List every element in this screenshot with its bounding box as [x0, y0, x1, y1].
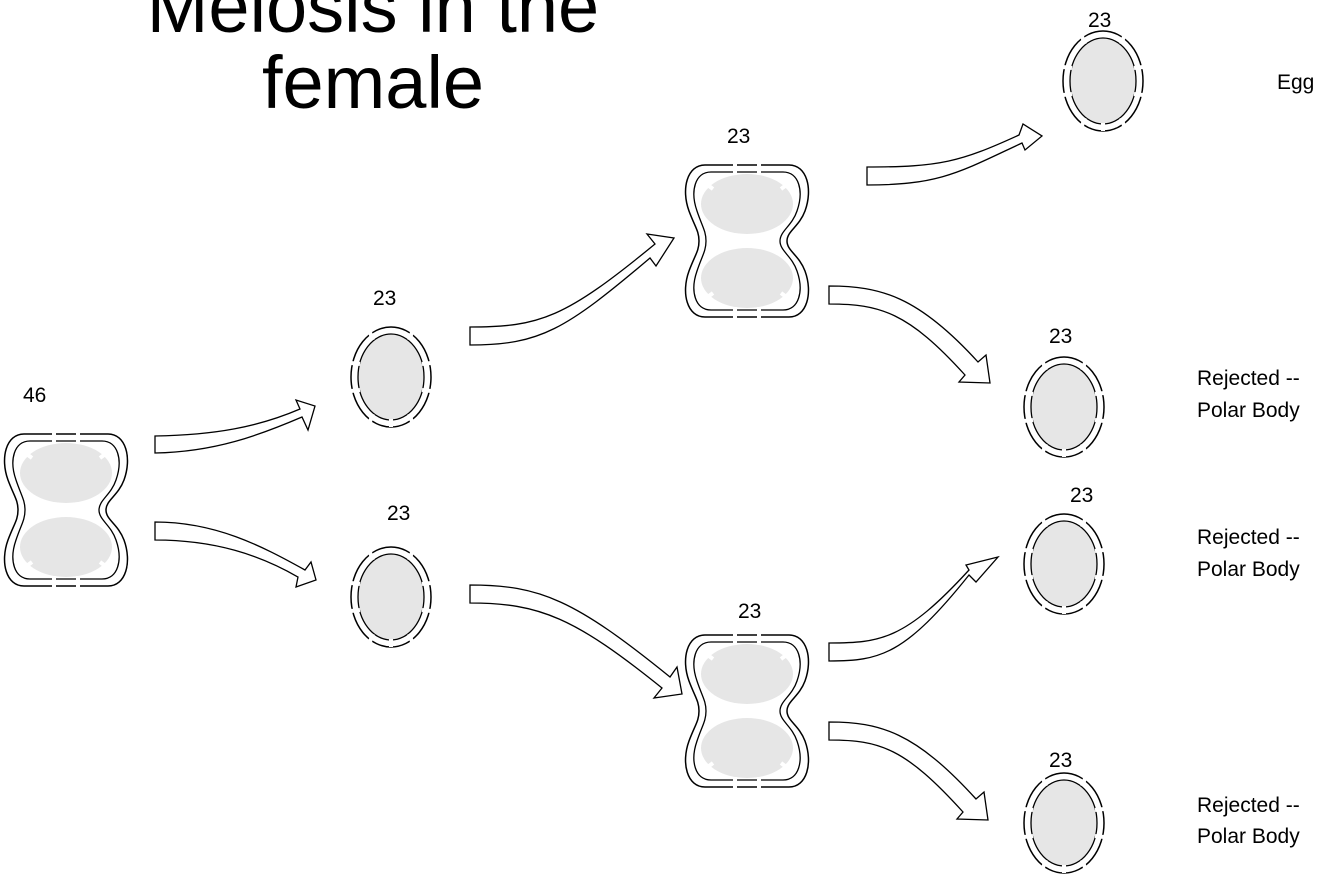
meiosis2-top-chromosome-count: 23 — [727, 125, 750, 148]
polar-body-3-label-line-1: Rejected -- — [1197, 794, 1300, 817]
polar-body-3-label-line-2: Polar Body — [1197, 825, 1300, 848]
polar-body-2-chromosome-count: 23 — [1070, 484, 1093, 507]
egg-chromosome-count: 23 — [1088, 9, 1111, 32]
arrow-to-polar-body-3 — [828, 721, 989, 821]
egg-cell — [1061, 29, 1145, 133]
arrow-parent-to-bottom — [154, 521, 317, 588]
meiosis1-bottom-chromosome-count: 23 — [387, 502, 410, 525]
polar-body-1-label-line-1: Rejected -- — [1197, 367, 1300, 390]
polar-body-3-cell — [1022, 771, 1106, 875]
arrow-to-polar-body-2 — [828, 555, 1000, 662]
polar-body-2-cell — [1022, 512, 1106, 616]
arrow-bottom-to-dividing-bottom — [469, 584, 683, 699]
polar-body-1-chromosome-count: 23 — [1049, 325, 1072, 348]
polar-body-1-label-line-2: Polar Body — [1197, 399, 1300, 422]
egg-label: Egg — [1277, 71, 1314, 94]
meiosis1-bottom-cell — [349, 545, 433, 649]
polar-body-2-label-line-2: Polar Body — [1197, 558, 1300, 581]
meiosis2-bottom-chromosome-count: 23 — [738, 600, 761, 623]
meiosis1-top-cell — [349, 325, 433, 429]
arrow-to-egg — [866, 123, 1044, 186]
parent-chromosome-count: 46 — [23, 384, 46, 407]
diagram-title-line-1: Meiosis in the — [147, 0, 599, 48]
polar-body-2-label-line-1: Rejected -- — [1197, 526, 1300, 549]
parent-cell — [2, 430, 130, 590]
arrow-top-to-dividing-top — [469, 233, 676, 346]
meiosis1-top-chromosome-count: 23 — [373, 287, 396, 310]
arrow-parent-to-top — [154, 398, 316, 454]
polar-body-3-chromosome-count: 23 — [1049, 749, 1072, 772]
meiosis2-top-dividing-cell — [683, 161, 811, 321]
arrow-to-polar-body-1 — [828, 285, 991, 384]
meiosis2-bottom-dividing-cell — [683, 631, 811, 791]
diagram-title-line-2: female — [262, 41, 484, 124]
polar-body-1-cell — [1022, 355, 1106, 459]
